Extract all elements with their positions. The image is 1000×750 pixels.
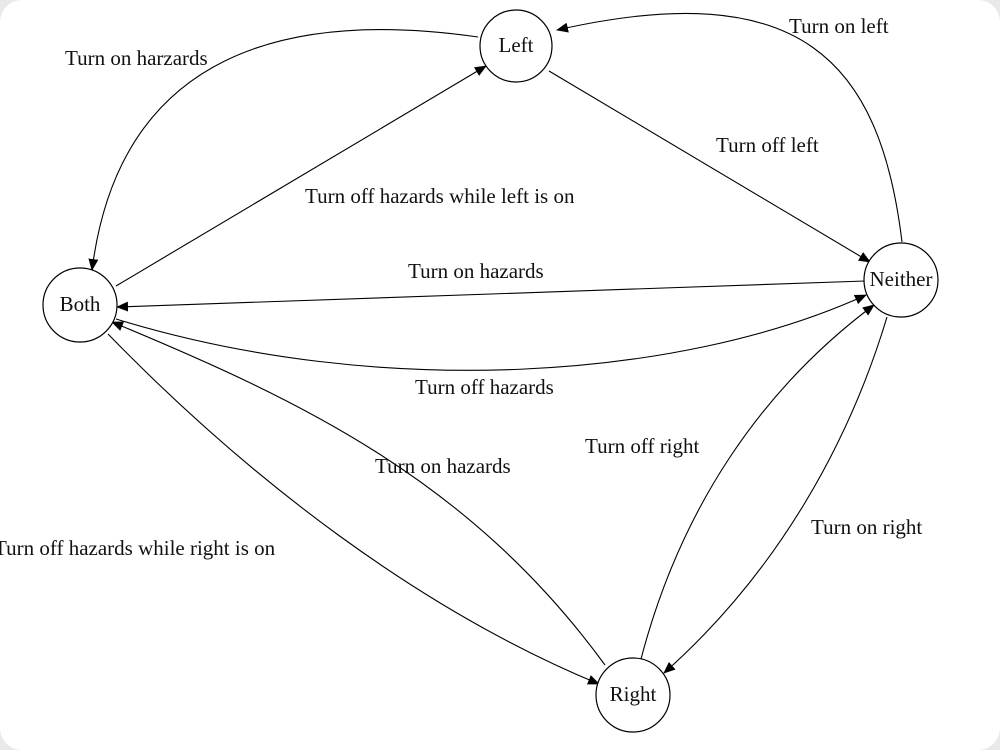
node-right: Right <box>595 657 671 733</box>
node-neither-label: Neither <box>870 267 933 291</box>
edge-label-neither-to-left: Turn on left <box>789 14 889 38</box>
edge-label-both-to-neither: Turn off hazards <box>415 375 554 399</box>
node-left: Left <box>479 9 553 83</box>
edge-neither-to-right <box>663 316 888 674</box>
node-both: Both <box>42 267 118 343</box>
node-left-label: Left <box>499 33 534 57</box>
edge-label-left-to-both: Turn on harzards <box>65 46 208 70</box>
edge-label-right-to-both: Turn on hazards <box>375 454 511 478</box>
edge-label-both-to-left: Turn off hazards while left is on <box>305 184 575 208</box>
edge-neither-to-both <box>116 280 866 312</box>
node-neither: Neither <box>863 242 939 318</box>
edge-label-neither-to-both: Turn on hazards <box>408 259 544 283</box>
edge-label-left-to-neither: Turn off left <box>716 133 819 157</box>
edge-left-to-both <box>88 29 479 271</box>
edge-right-to-neither <box>640 304 875 660</box>
node-right-label: Right <box>610 682 657 706</box>
edge-both-to-neither <box>115 294 867 371</box>
edge-both-to-left <box>115 65 487 287</box>
edge-left-to-neither <box>548 70 871 263</box>
edge-label-neither-to-right: Turn on right <box>811 515 922 539</box>
edge-label-both-to-right: Turn off hazards while right is on <box>0 536 276 560</box>
edge-both-to-right <box>107 333 600 685</box>
edge-neither-to-left <box>556 12 903 243</box>
edge-right-to-both <box>111 321 606 666</box>
node-both-label: Both <box>60 292 101 316</box>
edge-label-right-to-neither: Turn off right <box>585 434 700 458</box>
